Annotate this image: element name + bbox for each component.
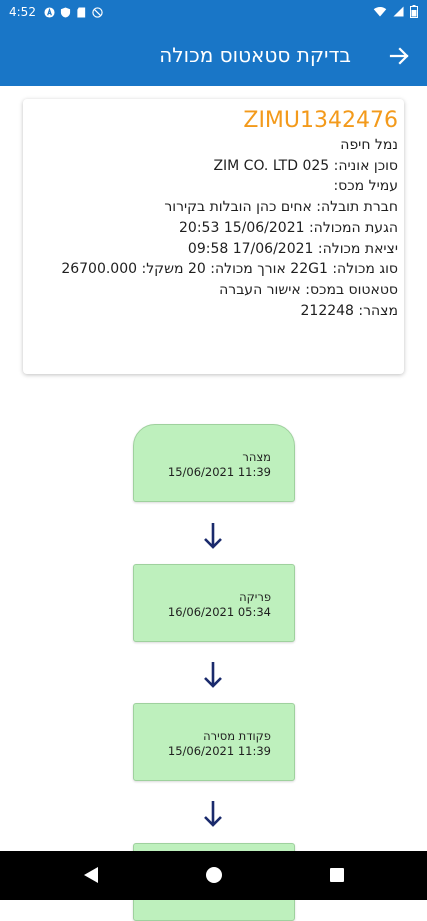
no-disturb-icon [92,6,103,18]
recents-square-icon[interactable] [328,865,346,885]
arrow-down-icon [204,801,222,827]
timeline-stage: מצהר 15/06/2021 11:39 [133,424,295,502]
home-circle-icon[interactable] [205,865,223,885]
arrow-down-icon [204,662,222,688]
stage-date: 16/06/2021 05:34 [167,605,271,619]
ship-agent: סוכן אוניה: ZIM CO. LTD 025 [213,157,398,174]
stage-name: פקודת מסירה [203,729,271,743]
manifest-number: מצהר: 212248 [300,302,398,319]
signal-icon [393,6,404,17]
stage-name: מצהר [242,450,271,464]
container-arrival: הגעת המכולה: 15/06/2021 20:53 [179,219,398,236]
back-triangle-icon[interactable] [82,865,100,885]
customs-broker: עמיל מכס: [333,178,398,195]
app-bar: בדיקת סטאטוס מכולה [0,26,427,86]
sd-card-icon [77,6,86,18]
status-bar: 4:52 [0,0,427,26]
notification-a-icon [44,6,55,18]
status-time: 4:52 [9,5,36,19]
stage-date: 15/06/2021 11:39 [167,744,271,758]
transport-company: חברת תובלה: אחים כהן הובלות בקירור [164,199,398,216]
container-type-details: סוג מכולה: 22G1 אורך מכולה: 20 משקל: 267… [61,261,398,278]
battery-icon [410,5,418,18]
back-button[interactable] [385,42,413,70]
stage-date: 15/06/2021 11:39 [167,465,271,479]
arrow-right-icon [389,47,409,65]
container-number: ZIMU1342476 [243,108,398,133]
arrow-down-icon [204,523,222,549]
system-nav-bar [0,851,427,900]
container-departure: יציאת מכולה: 17/06/2021 09:58 [187,240,398,257]
timeline-stage: פריקה 16/06/2021 05:34 [133,564,295,642]
customs-status: סטאטוס במכס: אישור העברה [219,281,398,298]
stage-name: פריקה [239,590,271,604]
wifi-icon [373,6,387,17]
timeline-stage: פקודת מסירה 15/06/2021 11:39 [133,703,295,781]
container-info-card: ZIMU1342476 נמל חיפה סוכן אוניה: ZIM CO.… [23,99,404,374]
shield-icon [60,6,71,18]
port-name: נמל חיפה [340,137,398,153]
page-title: בדיקת סטאטוס מכולה [159,43,351,67]
